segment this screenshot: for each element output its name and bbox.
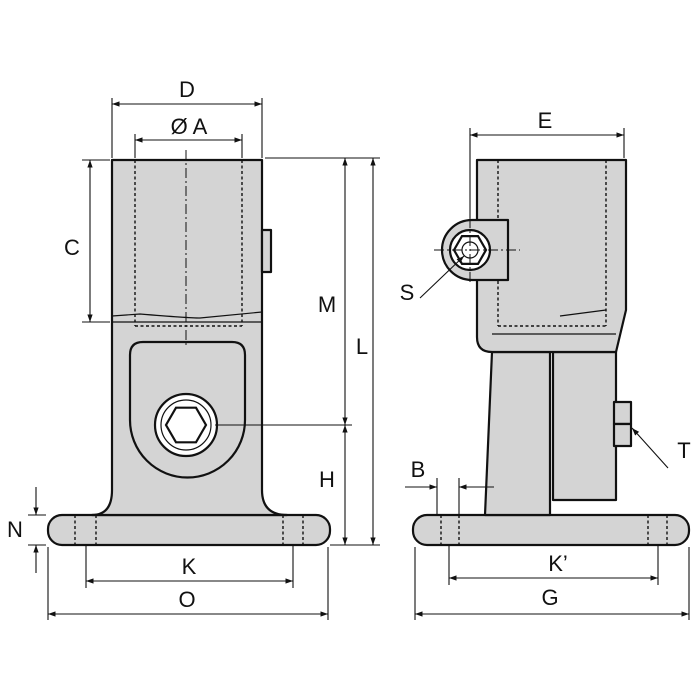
label-a: Ø A bbox=[171, 114, 208, 139]
label-h: H bbox=[319, 467, 335, 492]
label-s: S bbox=[400, 280, 415, 305]
side-dimensions bbox=[405, 128, 690, 620]
side-rear-block bbox=[551, 350, 618, 502]
front-view bbox=[46, 150, 332, 547]
side-base-flange bbox=[411, 513, 691, 547]
label-g: G bbox=[541, 585, 558, 610]
label-l: L bbox=[356, 334, 368, 359]
front-side-screw bbox=[260, 228, 273, 274]
label-k: K bbox=[182, 554, 197, 579]
side-upper-housing bbox=[475, 158, 628, 354]
dim-s-leader bbox=[419, 255, 465, 299]
side-front-block bbox=[483, 350, 552, 517]
front-slot-line bbox=[111, 311, 263, 319]
label-b: B bbox=[411, 457, 426, 482]
front-dimensions bbox=[28, 98, 380, 620]
label-t: T bbox=[677, 438, 690, 463]
side-slot-line bbox=[559, 309, 607, 317]
dim-t-leader bbox=[631, 427, 669, 469]
front-base-flange bbox=[46, 513, 332, 547]
label-n: N bbox=[7, 517, 23, 542]
label-e: E bbox=[538, 108, 553, 133]
side-view bbox=[411, 158, 691, 547]
front-screw-inner-ring bbox=[160, 399, 212, 451]
label-d: D bbox=[179, 77, 195, 102]
labels: D Ø A C M L H N K O E S B T K’ G bbox=[7, 77, 691, 612]
label-o: O bbox=[178, 587, 195, 612]
label-k-prime: K’ bbox=[548, 551, 568, 576]
side-t-screw-lower bbox=[612, 422, 633, 448]
label-m: M bbox=[318, 292, 336, 317]
label-c: C bbox=[64, 235, 80, 260]
side-t-screw-upper bbox=[612, 400, 633, 426]
front-screw-hex-socket bbox=[164, 406, 208, 444]
